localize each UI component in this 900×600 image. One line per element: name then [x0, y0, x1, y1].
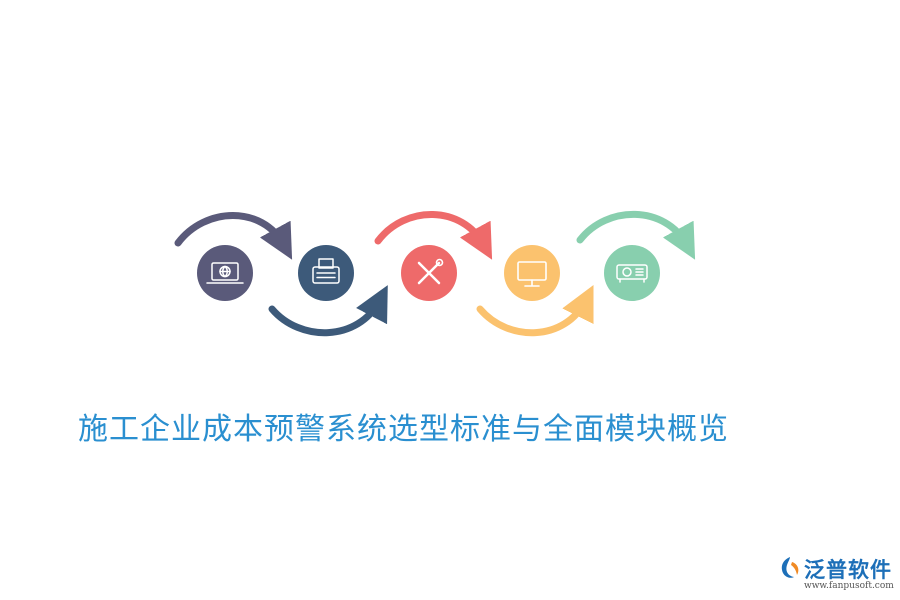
- arrow-3: [374, 211, 493, 260]
- step-1-circle: [197, 245, 253, 301]
- fanpu-logo-icon: [781, 557, 799, 578]
- step-3: [401, 245, 457, 301]
- laptop-globe-icon: [206, 262, 244, 284]
- arrow-2: [268, 285, 388, 337]
- arrow-1: [174, 212, 293, 260]
- monitor-icon: [517, 261, 547, 287]
- step-1: [197, 245, 253, 301]
- page-title: 施工企业成本预警系统选型标准与全面模块概览: [78, 412, 729, 447]
- logo-name: 泛普软件: [804, 558, 892, 582]
- step-2: [298, 245, 354, 301]
- arrow-5: [576, 210, 696, 260]
- step-4: [504, 245, 560, 301]
- logo-url: www.fanpusoft.com: [804, 581, 894, 591]
- brand-logo: 泛普软件 www.fanpusoft.com: [778, 552, 894, 596]
- step-4-circle: [504, 245, 560, 301]
- step-5: [604, 245, 660, 301]
- projector-icon: [616, 264, 648, 283]
- typewriter-icon: [312, 258, 340, 284]
- arrow-4: [476, 284, 594, 337]
- tools-icon: [417, 258, 444, 285]
- step-5-circle: [604, 245, 660, 301]
